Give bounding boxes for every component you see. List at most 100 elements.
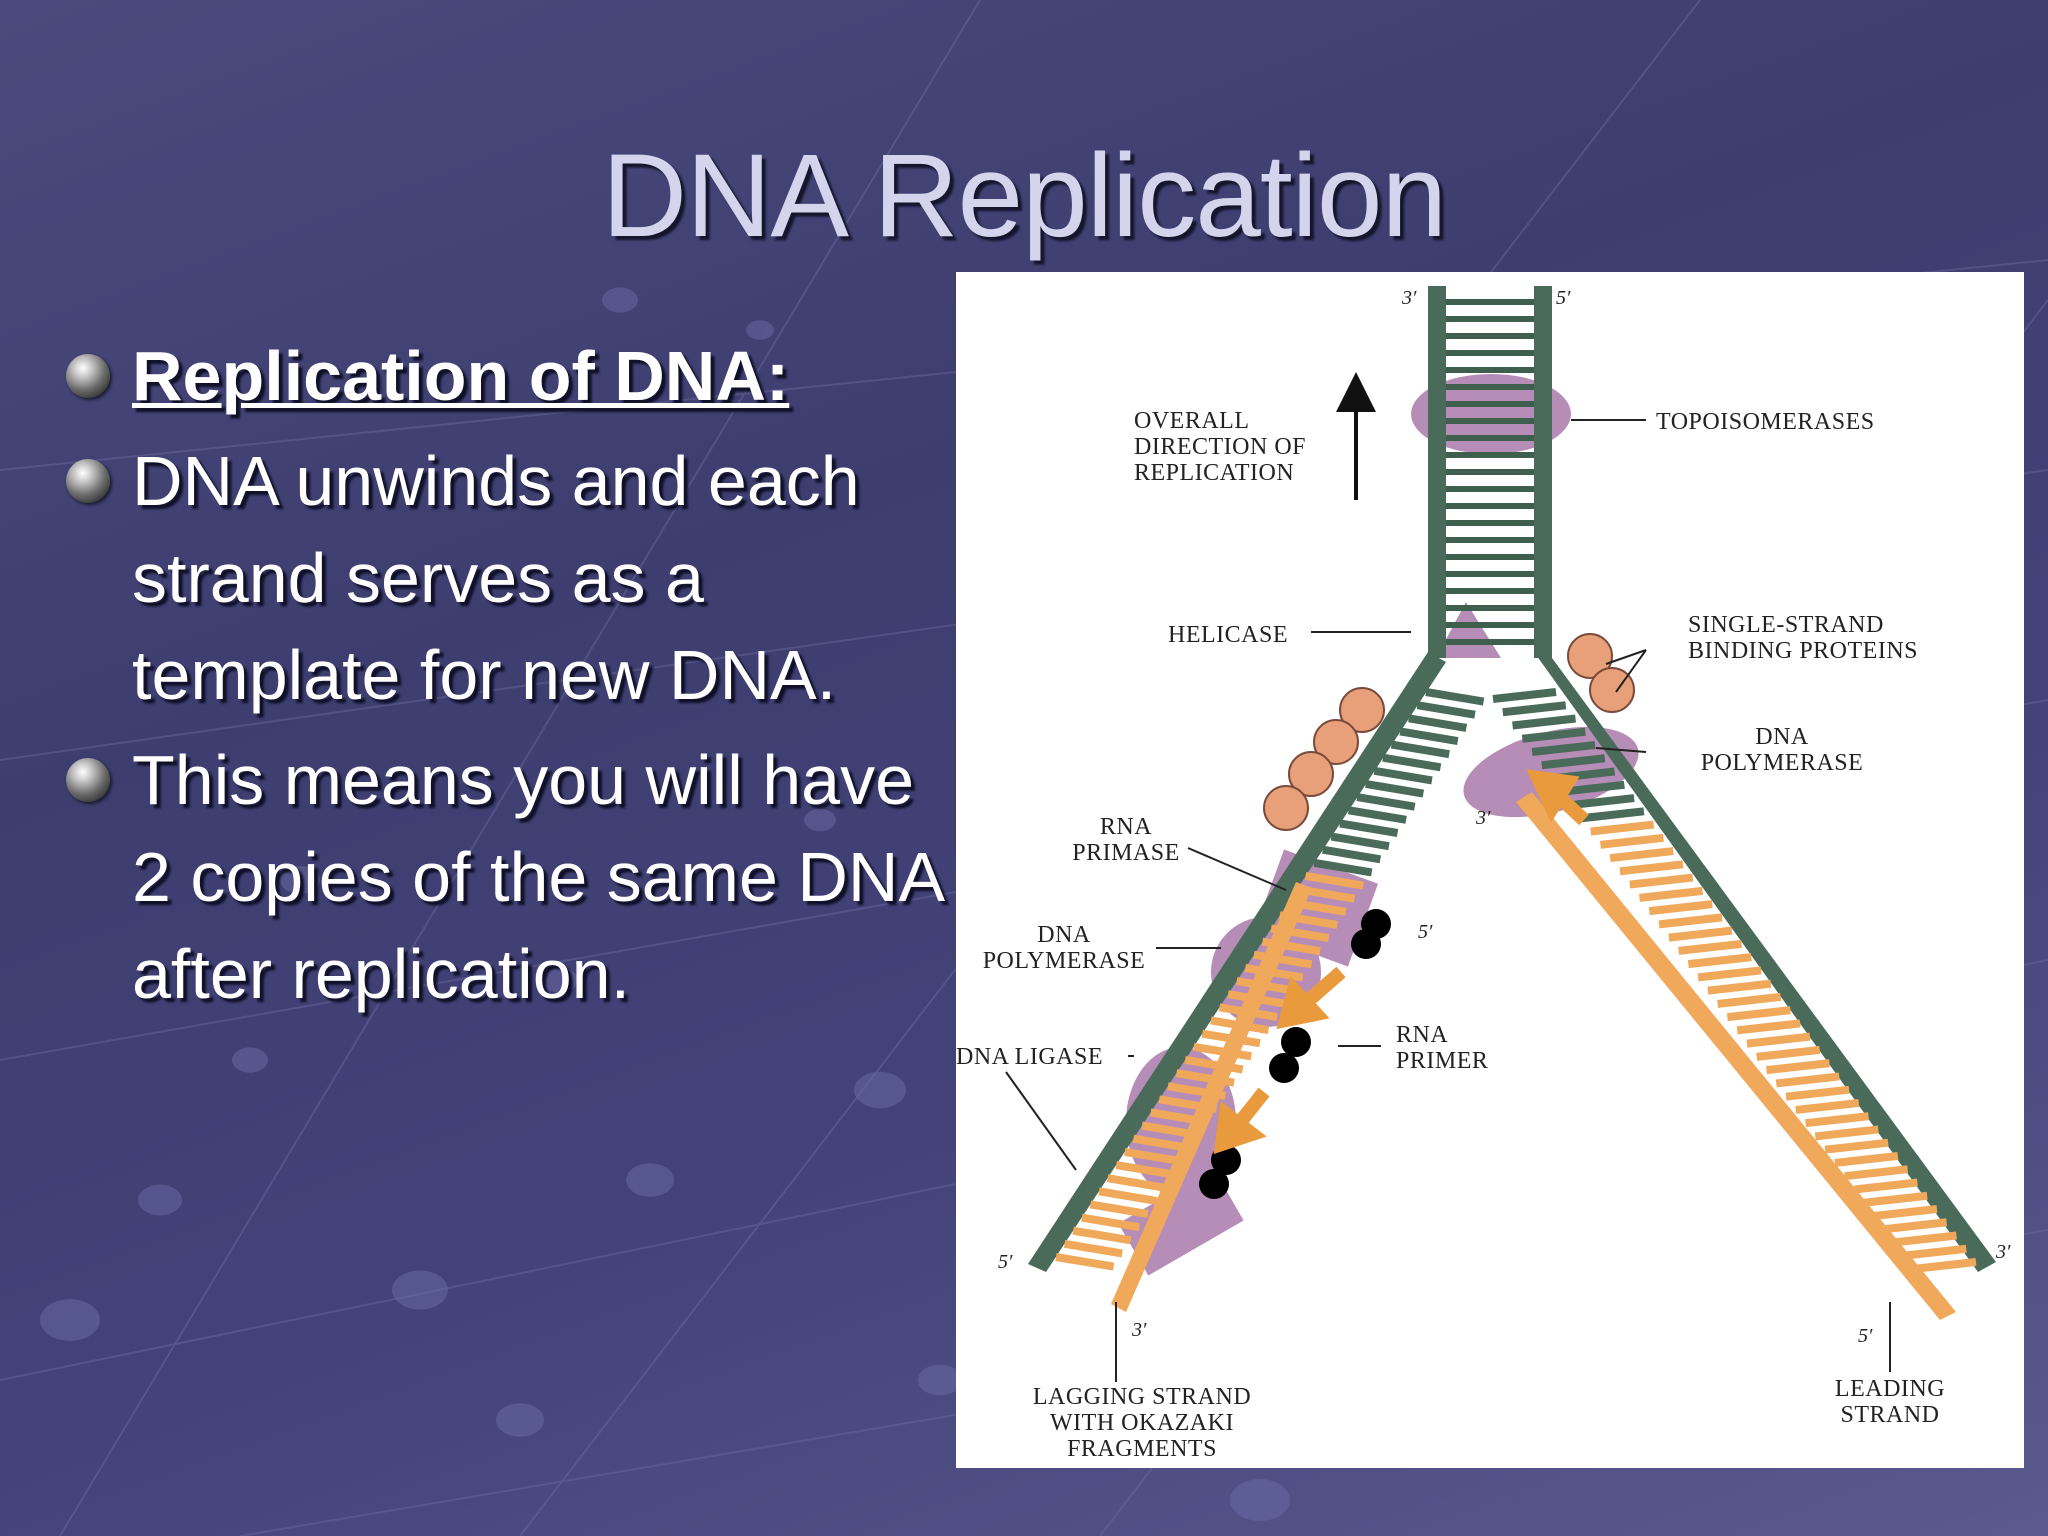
end-label-lead-bottom-5: 5′ — [1858, 1325, 1873, 1347]
base-pair-rung — [1365, 780, 1425, 798]
base-pair-rung — [1766, 1059, 1830, 1075]
base-pair-rung — [1883, 1218, 1948, 1234]
base-pair-rung — [1313, 858, 1373, 877]
dna-polymerase-right-blob — [1463, 726, 1639, 818]
base-pair-rung — [1347, 806, 1407, 824]
parental-duplex — [1428, 286, 1552, 658]
base-pair-rung — [1814, 1125, 1879, 1141]
base-pair-rung — [1560, 780, 1625, 796]
bullet-sphere-icon — [66, 459, 110, 503]
base-pair-rung — [1893, 1231, 1957, 1247]
base-pair-rung — [1912, 1258, 1977, 1273]
label-rna-primer-2: PRIMER — [1396, 1048, 1488, 1074]
label-ssb-2: BINDING PROTEINS — [1688, 638, 1918, 664]
background-dot — [232, 1047, 268, 1073]
base-pair-rung — [1502, 701, 1567, 717]
label-lagging-strand-3: FRAGMENTS — [1067, 1436, 1217, 1462]
base-pair-rung — [1805, 1112, 1869, 1128]
base-pair-rung — [1382, 753, 1442, 772]
base-pair-rung — [1853, 1178, 1918, 1194]
base-pair-rung — [1124, 1147, 1184, 1166]
base-pair-rung — [1296, 885, 1356, 903]
base-pair-rung — [1081, 1213, 1141, 1232]
base-pair-rung — [1330, 832, 1390, 851]
base-pair-rung — [1639, 886, 1703, 902]
base-pair-rung — [1775, 1072, 1840, 1088]
leading-template-strand — [1534, 652, 1996, 1272]
base-pair-rung — [1746, 1032, 1811, 1048]
base-pair-rung — [1210, 1016, 1270, 1035]
label-dna-polymerase-left-2: POLYMERASE — [983, 948, 1146, 974]
label-rna-primer-1: RNA — [1396, 1022, 1448, 1048]
label-lagging-strand-2: WITH OKAZAKI — [1050, 1410, 1234, 1436]
base-pair-rung — [1141, 1121, 1201, 1140]
label-dna-polymerase-right-1: DNA — [1755, 724, 1809, 750]
base-pair-rung — [1244, 963, 1304, 982]
end-label-lag-bottom-left: 5′ — [998, 1251, 1013, 1273]
end-label-lead-right-3: 3′ — [1995, 1241, 2011, 1263]
bullet-heading-text: Replication of DNA: — [132, 337, 790, 415]
base-pair-rung — [1339, 819, 1399, 837]
background-dot — [280, 866, 320, 894]
base-pair-rung — [1279, 911, 1338, 929]
base-pair-rung — [1648, 900, 1713, 916]
base-pair-rung — [1201, 1029, 1261, 1048]
base-pair-rung — [1227, 990, 1287, 1008]
base-pair-rung — [1399, 727, 1459, 745]
base-pair-rung — [1600, 833, 1664, 849]
label-rna-primase-1: RNA — [1100, 814, 1152, 840]
label-ssb-1: SINGLE-STRAND — [1688, 612, 1884, 638]
base-pair-rung — [1253, 950, 1313, 969]
label-overall-direction-3: REPLICATION — [1134, 460, 1294, 486]
base-pair-rung — [1115, 1161, 1175, 1179]
bullet-text: This means you will have 2 copies of the… — [132, 741, 942, 1013]
bullet-item-unwinds: DNA unwinds and each strand serves as a … — [62, 433, 942, 724]
base-pair-rung — [1726, 1006, 1791, 1022]
base-pair-rung — [1149, 1108, 1209, 1127]
base-pair-rung — [1756, 1045, 1821, 1061]
background-dot — [746, 320, 774, 340]
background-dot — [602, 287, 638, 313]
replication-fork-svg: OVERALL DIRECTION OF REPLICATION TOPOISO… — [956, 286, 2011, 1462]
base-pair-rung — [1218, 1003, 1278, 1021]
end-label-lag-5: 5′ — [1418, 921, 1433, 943]
base-pair-rung — [1089, 1200, 1149, 1218]
end-label-top-left: 3′ — [1401, 287, 1417, 309]
lagging-template-strand — [1028, 652, 1446, 1272]
base-pair-rung — [1106, 1174, 1166, 1192]
base-pair-rung — [1236, 977, 1295, 995]
background-dot — [626, 1163, 674, 1197]
base-pair-rung — [1844, 1165, 1909, 1181]
base-pair-rung — [1717, 992, 1782, 1008]
base-pair-rung — [1609, 847, 1674, 863]
bullet-sphere-icon — [66, 354, 110, 398]
base-pair-rung — [1322, 845, 1382, 864]
base-pair-rung — [1390, 740, 1450, 759]
base-pair-rung — [1158, 1095, 1218, 1113]
base-pair-rung — [1668, 926, 1733, 942]
background-dot — [1230, 1479, 1290, 1521]
label-dna-polymerase-right-2: POLYMERASE — [1701, 750, 1864, 776]
synthesis-direction-arrows — [1213, 769, 1589, 1155]
label-leading-strand-2: STRAND — [1840, 1402, 1939, 1428]
bullet-sphere-icon — [66, 758, 110, 802]
end-label-top-right: 5′ — [1556, 287, 1571, 309]
background-dot — [138, 1184, 182, 1216]
base-pair-rung — [1175, 1069, 1235, 1087]
label-rna-primase-2: PRIMASE — [1072, 840, 1180, 866]
background-dot — [854, 1071, 906, 1109]
single-strand-binding-proteins — [1263, 633, 1635, 831]
base-pair-rung — [1863, 1191, 1928, 1207]
bullet-item-heading: Replication of DNA: — [62, 328, 942, 425]
base-pair-rung — [1619, 860, 1684, 876]
base-pair-rung — [1697, 966, 1762, 982]
base-pair-rung — [1541, 754, 1606, 770]
bullet-list: Replication of DNA: DNA unwinds and each… — [62, 328, 942, 1031]
base-pair-rung — [1373, 766, 1433, 785]
base-pair-rung — [1132, 1134, 1192, 1153]
label-leading-strand-1: LEADING — [1835, 1376, 1945, 1402]
base-pair-rung — [1736, 1019, 1801, 1035]
base-pair-rung — [1492, 688, 1557, 703]
end-label-lag-bottom-3: 3′ — [1131, 1319, 1147, 1341]
label-helicase: HELICASE — [1168, 622, 1288, 648]
